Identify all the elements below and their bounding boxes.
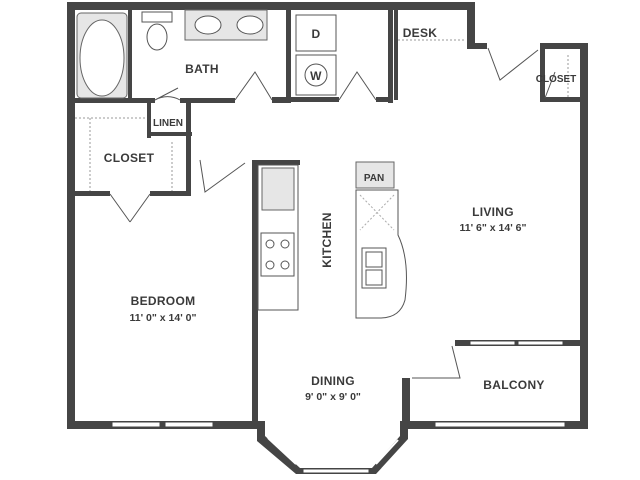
dryer-label: D [312, 27, 321, 41]
windows [111, 340, 566, 474]
dining-dims: 9' 0" x 9' 0" [305, 391, 361, 403]
bedroom-label: BEDROOM [131, 294, 196, 308]
balcony-label: BALCONY [483, 378, 544, 392]
closet-shelves [75, 39, 569, 191]
bath-label: BATH [185, 62, 219, 76]
living-label: LIVING [472, 205, 514, 219]
closet-bed-label: CLOSET [104, 151, 155, 165]
kitchen-fixtures [257, 161, 407, 319]
pantry-label: PAN [364, 173, 384, 184]
bedroom-dims: 11' 0" x 14' 0" [130, 312, 197, 324]
linen-label: LINEN [153, 118, 183, 129]
kitchen-label: KITCHEN [320, 212, 334, 267]
living-dims: 11' 6" x 14' 6" [460, 222, 527, 234]
desk-label: DESK [403, 26, 438, 40]
washer-label: W [310, 69, 322, 83]
laundry [295, 14, 337, 96]
closet-entry-label: CLOSET [536, 74, 577, 85]
interior-walls [75, 10, 588, 428]
dining-label: DINING [311, 374, 355, 388]
bath-fixtures [76, 9, 268, 99]
doors [109, 47, 556, 379]
